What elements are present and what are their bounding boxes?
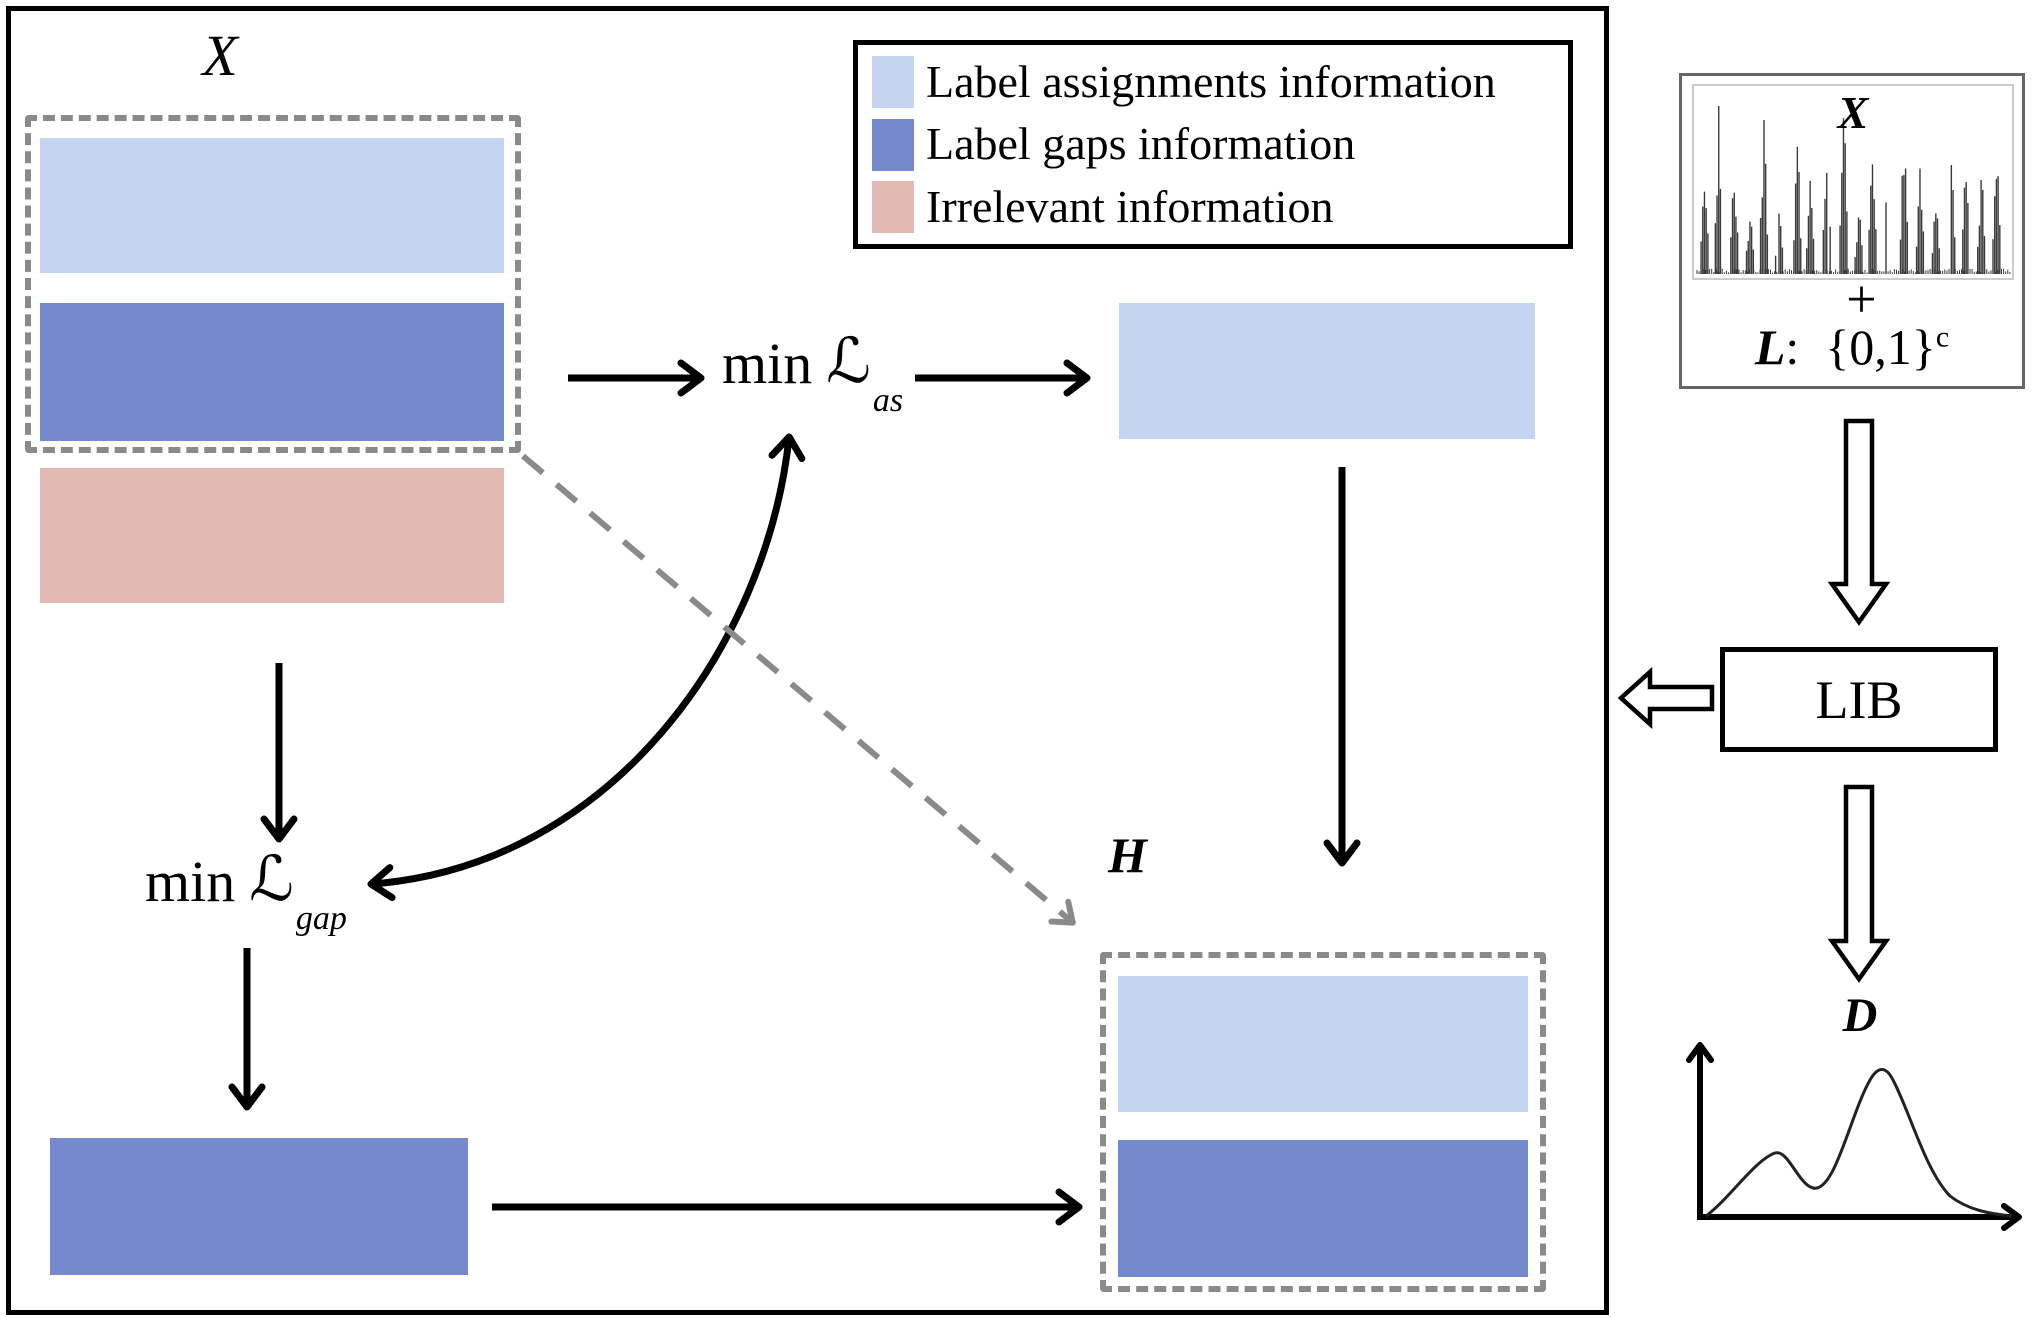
gaps-result-block [50, 1138, 468, 1275]
legend-label-assignments: Label assignments information [926, 55, 1496, 107]
colon: : [1785, 319, 1800, 375]
x-dashed-box [25, 115, 521, 453]
d-label: D [1842, 989, 1878, 1042]
h-dashed-box [1100, 952, 1546, 1292]
legend-swatch-assignments [872, 55, 914, 108]
loss-as-subscript: as [872, 382, 904, 419]
legend-swatch-irrelevant [872, 181, 914, 234]
h-group-title: H [1108, 827, 1147, 883]
min-word: min [722, 331, 813, 396]
hollow-arrow-input-to-lib [1827, 418, 1891, 626]
min-loss-as: min ℒ as [722, 330, 903, 420]
script-l: ℒ [249, 842, 294, 915]
input-x-label: X [1837, 87, 1869, 138]
binary-set: {0,1} [1825, 319, 1936, 375]
script-l: ℒ [826, 324, 871, 397]
legend-row-irrelevant: Irrelevant information [872, 180, 1554, 234]
min-loss-gap: min ℒ gap [145, 848, 347, 938]
legend-label-irrelevant: Irrelevant information [926, 180, 1334, 232]
main-frame [6, 6, 1609, 1315]
lib-label: LIB [1815, 669, 1903, 730]
curved-arrow-minlgap-minlas [367, 433, 806, 902]
legend-swatch-gaps [872, 118, 914, 171]
hollow-arrow-lib-to-d [1827, 784, 1891, 983]
assignments-result-block [1119, 303, 1535, 439]
plus-sign: + [1846, 269, 1877, 329]
loss-gap-subscript: gap [295, 900, 347, 937]
spectrum-plot [1696, 106, 2011, 274]
x-gaps-block [40, 303, 504, 441]
d-distribution-curve [1705, 1068, 2013, 1218]
dashed-arrow-x-to-h [521, 453, 1076, 926]
spectrum-panel [1692, 84, 2014, 280]
superscript-c: c [1935, 320, 1950, 354]
legend: Label assignments information Label gaps… [853, 40, 1573, 249]
h-assignments-block [1118, 976, 1528, 1112]
l-symbol: L [1754, 319, 1786, 375]
hollow-arrow-lib-to-main [1617, 666, 1715, 730]
legend-row-assignments: Label assignments information [872, 55, 1554, 109]
h-gaps-block [1118, 1140, 1528, 1277]
x-assignments-block [40, 138, 504, 273]
x-group-title: X [202, 23, 238, 88]
min-word: min [145, 849, 236, 914]
legend-row-gaps: Label gaps information [872, 118, 1554, 172]
lib-box: LIB [1720, 647, 1998, 752]
legend-label-gaps: Label gaps information [926, 118, 1356, 170]
label-set-line: L: {0,1}c [1679, 318, 2025, 376]
